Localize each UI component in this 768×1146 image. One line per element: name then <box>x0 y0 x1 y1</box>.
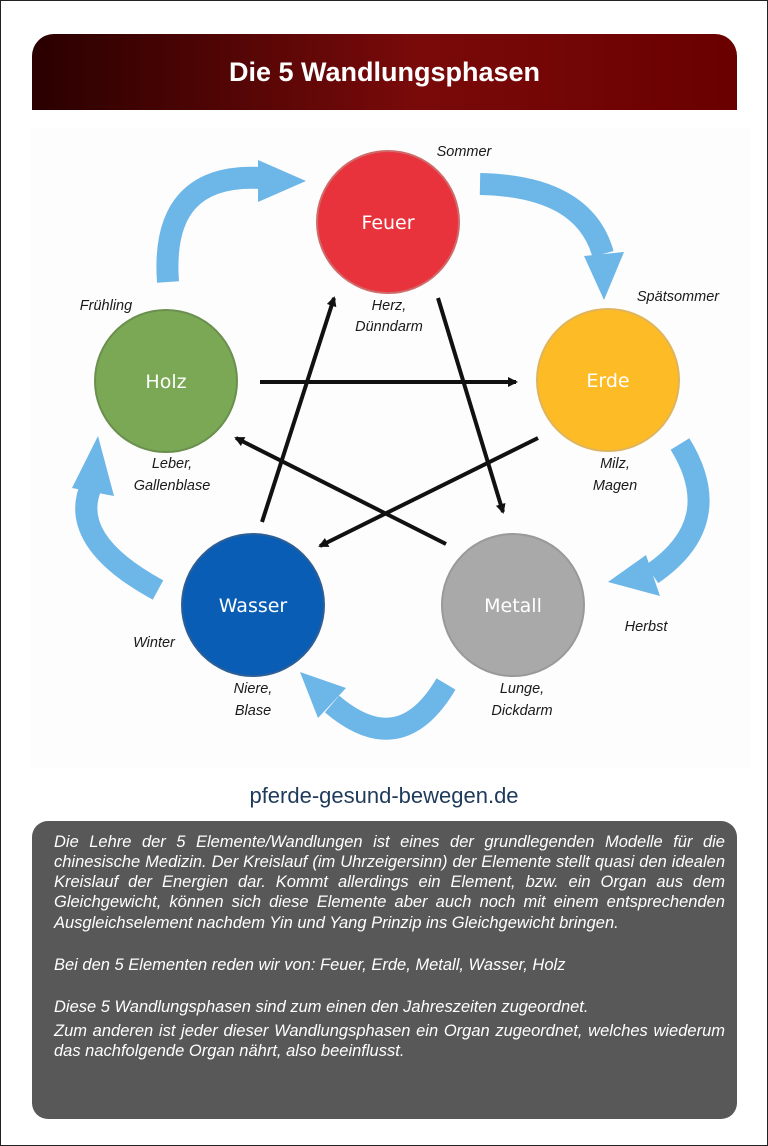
feuer-circle <box>316 150 460 294</box>
info-paragraph-1: Die Lehre der 5 Elemente/Wandlungen ist … <box>54 833 725 932</box>
season-fruehling: Frühling <box>80 298 132 314</box>
cycle-arrow-erde-metall <box>608 438 710 596</box>
organs-holz-line2: Gallenblase <box>134 478 211 494</box>
control-arrow-wasser-feuer <box>260 296 337 523</box>
organs-feuer-line1: Herz, <box>372 298 407 314</box>
organs-metall-line1: Lunge, <box>500 681 544 697</box>
organs-feuer-line2: Dünndarm <box>355 319 423 335</box>
erde-circle <box>536 308 680 452</box>
organs-wasser-line1: Niere, <box>234 681 273 697</box>
control-arrow-erde-wasser <box>318 436 539 548</box>
element-erde: Erde <box>536 308 680 452</box>
wasser-label: Wasser <box>219 595 288 617</box>
organs-erde-line2: Magen <box>593 478 637 494</box>
info-paragraph-4: Zum anderen ist jeder dieser Wandlungsph… <box>54 1021 725 1060</box>
title-banner: Die 5 Wandlungsphasen <box>32 34 737 110</box>
info-paragraph-2: Bei den 5 Elementen reden wir von: Feuer… <box>54 955 566 974</box>
page-title: Die 5 Wandlungsphasen <box>228 56 541 87</box>
metall-label: Metall <box>484 595 542 617</box>
season-winter: Winter <box>133 635 176 651</box>
season-sommer: Sommer <box>437 144 493 160</box>
season-herbst: Herbst <box>625 619 669 635</box>
organs-erde-line1: Milz, <box>600 456 630 472</box>
element-metall: Metall <box>441 533 585 677</box>
info-box: Die Lehre der 5 Elemente/Wandlungen ist … <box>32 821 737 1119</box>
wasser-circle <box>181 533 325 677</box>
info-paragraph-3: Diese 5 Wandlungsphasen sind zum einen d… <box>54 997 589 1016</box>
control-arrow-metall-holz <box>234 436 447 546</box>
organs-holz-line1: Leber, <box>152 456 192 472</box>
cycle-arrows <box>72 160 710 740</box>
element-feuer: Feuer <box>316 150 460 294</box>
holz-circle <box>94 309 238 453</box>
control-arrows <box>234 296 539 548</box>
cycle-arrow-wasser-holz <box>72 436 164 600</box>
cycle-arrow-feuer-erde <box>479 173 624 300</box>
control-arrow-feuer-metall <box>436 297 506 514</box>
cycle-arrow-holz-feuer <box>156 160 306 283</box>
season-spaetsommer: Spätsommer <box>637 289 720 305</box>
erde-label: Erde <box>586 370 629 392</box>
element-holz: Holz <box>94 309 238 453</box>
cycle-arrow-metall-wasser <box>300 672 456 740</box>
holz-label: Holz <box>145 371 186 393</box>
element-wasser: Wasser <box>181 533 325 677</box>
feuer-label: Feuer <box>361 212 414 234</box>
website-link[interactable]: pferde-gesund-bewegen.de <box>249 783 519 808</box>
organs-metall-line2: Dickdarm <box>491 703 552 719</box>
metall-circle <box>441 533 585 677</box>
organs-wasser-line2: Blase <box>235 703 271 719</box>
five-phases-diagram: Feuer Erde Metall Wasser Holz Sommer Spä… <box>72 144 721 740</box>
